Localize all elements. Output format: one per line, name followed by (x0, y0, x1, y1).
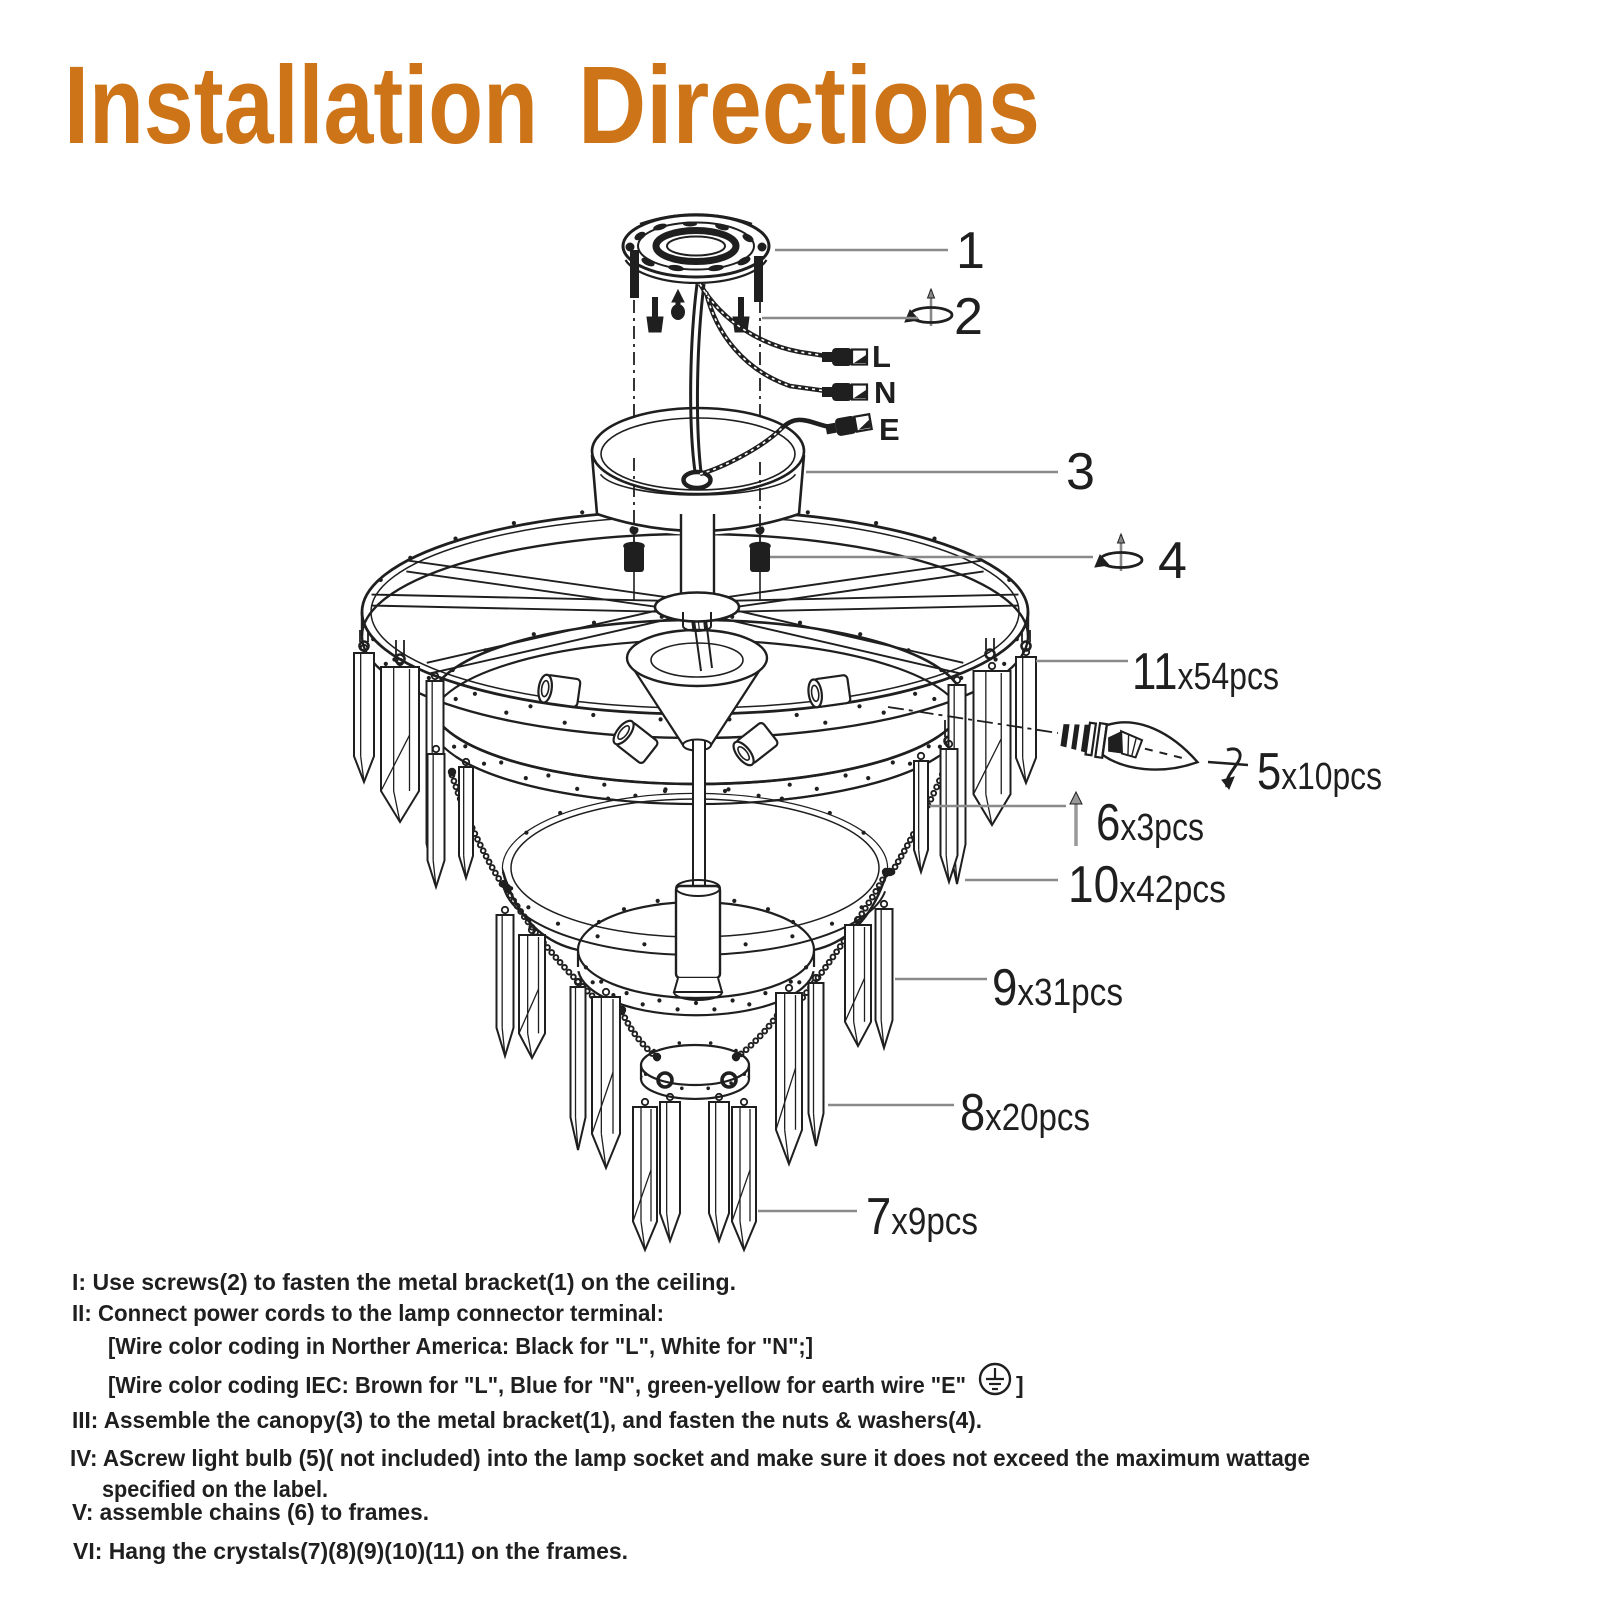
svg-text:]: ] (1016, 1372, 1024, 1398)
svg-text:4: 4 (1158, 532, 1187, 590)
svg-text:III: Assemble the canopy(3) to: III: Assemble the canopy(3) to the metal… (72, 1407, 982, 1433)
svg-text:Installation: Installation (64, 44, 538, 167)
svg-text:3: 3 (1066, 443, 1095, 501)
svg-text:IV: AScrew light bulb (5)( not: IV: AScrew light bulb (5)( not included)… (70, 1445, 1310, 1471)
svg-text:I: Use screws(2) to fasten th: I: Use screws(2) to fasten the metal bra… (72, 1269, 736, 1295)
svg-text:1: 1 (956, 222, 985, 280)
svg-text:[Wire color coding IEC: Brown: [Wire color coding IEC: Brown for "L", B… (108, 1372, 966, 1398)
svg-text:N: N (874, 375, 896, 410)
svg-text:Directions: Directions (578, 44, 1040, 167)
svg-text:[Wire color coding in Norther: [Wire color coding in Norther America: B… (108, 1333, 813, 1359)
svg-text:V: assemble chains (6) to fram: V: assemble chains (6) to frames. (72, 1499, 429, 1525)
svg-text:L: L (872, 339, 891, 374)
svg-text:E: E (879, 412, 900, 447)
svg-text:2: 2 (954, 288, 983, 346)
svg-text:specified on the label.: specified on the label. (102, 1476, 328, 1502)
svg-text:VI: Hang the crystals(7)(8)(9): VI: Hang the crystals(7)(8)(9)(10)(11) o… (73, 1538, 628, 1564)
svg-text:II: Connect power cords to the: II: Connect power cords to the lamp conn… (72, 1300, 664, 1326)
